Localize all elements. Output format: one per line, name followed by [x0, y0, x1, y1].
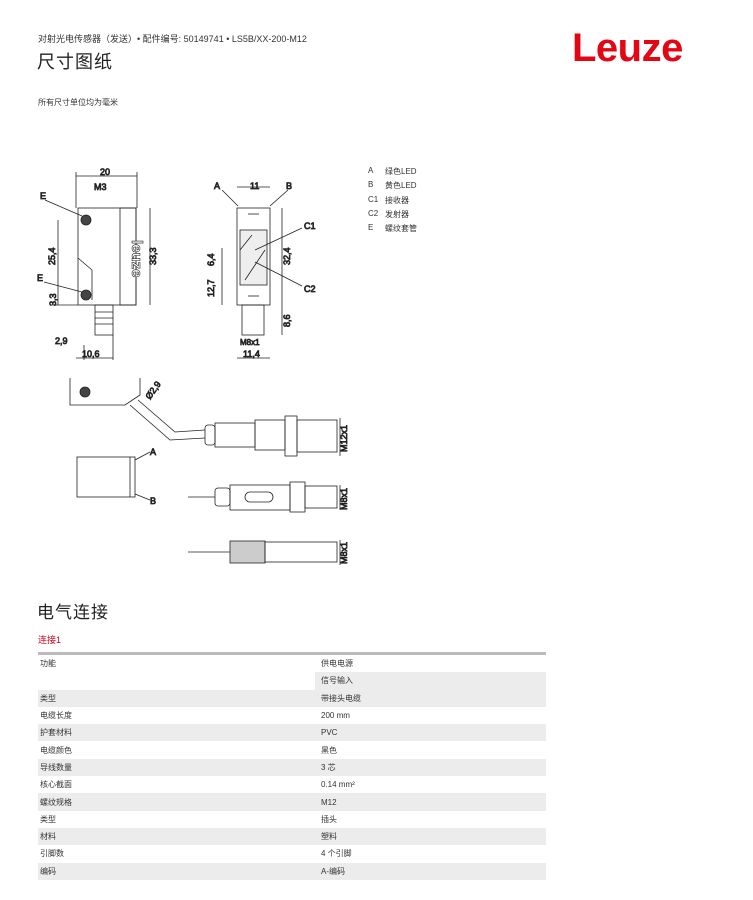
dim-m8x1-c: M8x1 — [339, 542, 349, 564]
breadcrumb: 对射光电传感器（发送）• 配件编号: 50149741 • LS5B/XX-20… — [38, 34, 307, 44]
label-e-bottom: E — [37, 273, 43, 283]
legend-key: E — [368, 223, 374, 233]
front-view: 11 6,4 12,7 32,4 8,6 M8x1 11,4 A B C1 C2 — [206, 181, 316, 360]
dim-12-7: 12,7 — [206, 279, 216, 297]
table-row: 类型 插头 — [38, 811, 546, 828]
dim-8-6: 8,6 — [282, 314, 292, 327]
dim-m8x1-b: M8x1 — [339, 488, 349, 510]
dim-m3: M3 — [94, 182, 107, 192]
dim-2-9: 2,9 — [55, 336, 68, 346]
section-title-electrical: 电气连接 — [37, 603, 109, 622]
dim-11-4: 11,4 — [243, 349, 260, 359]
table-row: 核心截面 0.14 mm² — [38, 776, 546, 793]
row-value: 4 个引脚 — [321, 849, 352, 859]
legend-text: 螺纹套管 — [385, 224, 417, 234]
row-value: 黑色 — [321, 745, 337, 755]
table-row: 功能 供电电源 — [38, 654, 546, 673]
dim-3-3: 3,3 — [48, 293, 58, 306]
connector-views: Ø2,9 M12x1 A B M8x1 M8x1 — [69, 378, 349, 565]
row-label: 电缆颜色 — [40, 745, 72, 755]
row-label: 类型 — [40, 814, 56, 824]
table-row: 信号输入 — [38, 672, 546, 690]
legend-item: C2 发射器 — [368, 209, 417, 223]
dim-m12x1: M12x1 — [339, 425, 349, 452]
dim-32-4: 32,4 — [282, 247, 292, 265]
label-a-small: A — [150, 447, 156, 457]
legend-item: E 螺纹套管 — [368, 223, 417, 237]
dim-6-4: 6,4 — [206, 253, 216, 266]
dim-25-4: 25,4 — [47, 247, 57, 265]
row-label: 导线数量 — [38, 758, 315, 777]
row-label — [38, 672, 315, 689]
dim-33-3: 33,3 — [148, 247, 158, 265]
row-value: 供电电源 — [321, 659, 353, 669]
row-value: 信号输入 — [315, 672, 546, 690]
legend-text: 黄色LED — [385, 181, 417, 191]
side-view: leuze 20 M3 25,4 33,3 3,3 2,9 10,6 E E — [37, 167, 158, 360]
row-label: 功能 — [40, 659, 56, 669]
row-value: PVC — [315, 724, 546, 742]
dim-10-6: 10,6 — [82, 349, 100, 359]
label-b: B — [286, 181, 292, 191]
units-note: 所有尺寸单位均为毫米 — [38, 98, 118, 107]
dimension-drawing: leuze 20 M3 25,4 33,3 3,3 2,9 10,6 E E — [37, 167, 349, 565]
row-value: A-编码 — [315, 862, 546, 880]
legend-key: B — [368, 180, 374, 190]
dim-20: 20 — [100, 167, 110, 177]
drawing-logo: leuze — [128, 240, 145, 278]
row-label: 材料 — [38, 827, 315, 846]
dim-11: 11 — [250, 181, 259, 191]
row-label: 电缆长度 — [40, 711, 72, 721]
row-value: 带接头电缆 — [315, 689, 546, 707]
label-a: A — [214, 181, 220, 191]
table-row: 材料塑料 — [38, 827, 546, 846]
label-c2: C2 — [304, 284, 316, 294]
legend-key: C2 — [368, 208, 379, 218]
legend-item: B 黄色LED — [368, 180, 417, 194]
row-value: 塑料 — [315, 827, 546, 846]
row-value: 插头 — [321, 814, 337, 824]
row-label: 引脚数 — [40, 849, 64, 859]
legend-item: C1 接收器 — [368, 195, 417, 209]
row-label: 螺纹规格 — [38, 793, 315, 811]
row-value: 0.14 mm² — [321, 780, 355, 790]
row-label: 护套材料 — [38, 724, 315, 742]
label-b-small: B — [150, 496, 156, 506]
label-e-top: E — [40, 191, 46, 201]
page-title: 尺寸图纸 — [37, 52, 113, 72]
legend-item: A 绿色LED — [368, 166, 417, 180]
legend-text: 发射器 — [385, 209, 409, 219]
drawing-legend: A 绿色LED B 黄色LED C1 接收器 C2 发射器 E 螺纹套管 — [368, 166, 417, 237]
table-row: 电缆长度 200 mm — [38, 707, 546, 724]
row-label: 编码 — [38, 862, 315, 880]
dim-m8x1: M8x1 — [240, 338, 260, 347]
legend-text: 接收器 — [385, 195, 409, 205]
legend-text: 绿色LED — [385, 167, 417, 176]
legend-key: C1 — [368, 194, 379, 204]
connection-label: 连接1 — [38, 635, 62, 645]
table-row: 引脚数 4 个引脚 — [38, 845, 546, 862]
row-value: 200 mm — [321, 711, 350, 721]
dim-diameter-2-9: Ø2,9 — [143, 379, 162, 401]
legend-key: A — [368, 166, 374, 175]
row-value: 3 芯 — [315, 758, 546, 777]
table-row: 电缆颜色 黑色 — [38, 741, 546, 758]
label-c1: C1 — [304, 221, 316, 231]
row-label: 类型 — [38, 689, 315, 707]
row-value: M12 — [315, 793, 546, 811]
row-label: 核心截面 — [40, 780, 72, 790]
leuze-logo: Leuze — [572, 26, 683, 70]
table-row: 类型带接头电缆 — [38, 689, 546, 707]
